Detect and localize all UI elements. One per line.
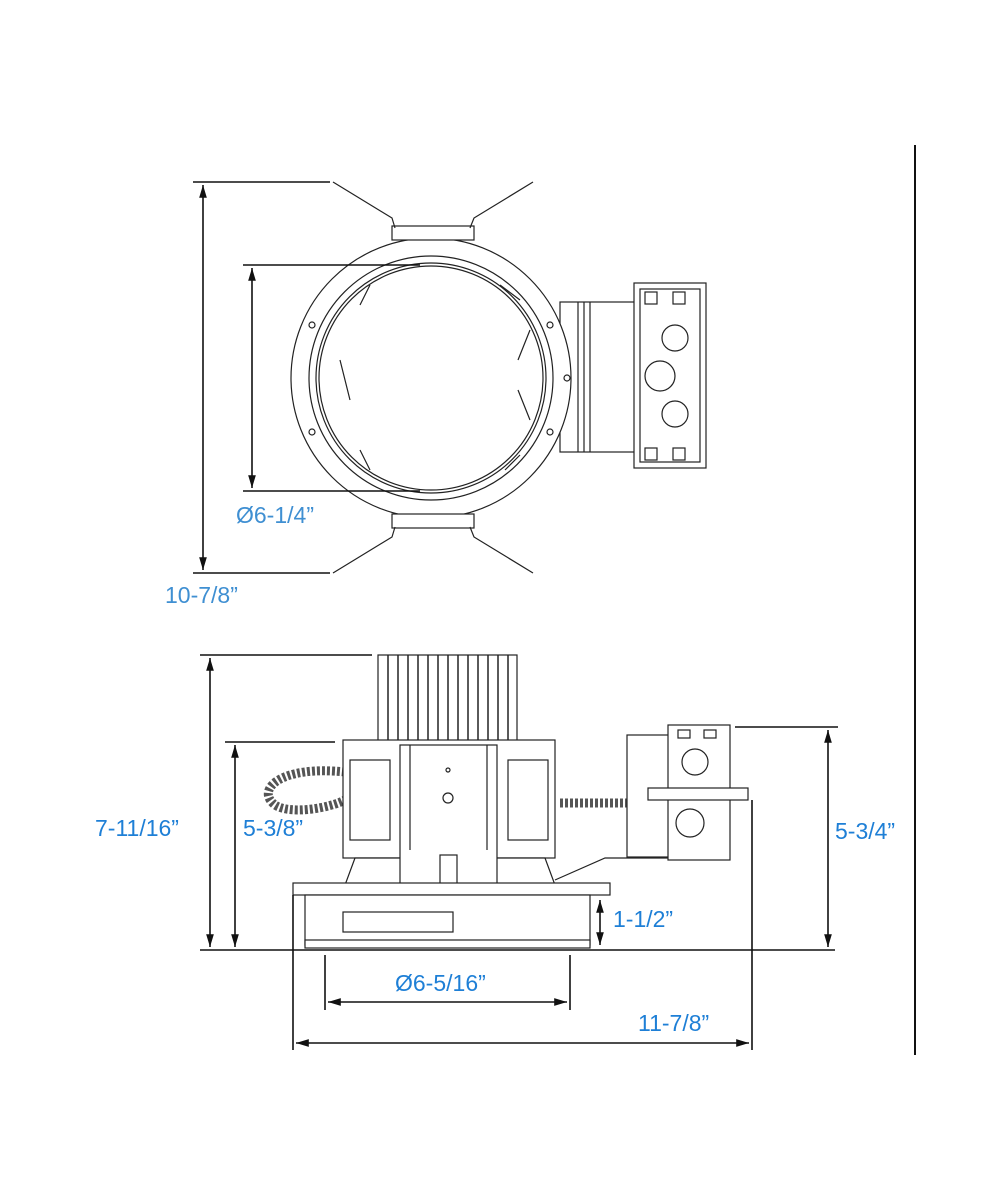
overall-height-label: 7-11/16” bbox=[95, 815, 179, 841]
inner-diameter-label: Ø6-1/4” bbox=[236, 502, 314, 528]
junction-box-top bbox=[633, 282, 707, 469]
side-view bbox=[200, 654, 838, 1050]
top-view bbox=[193, 181, 707, 574]
overall-width-label: 11-7/8” bbox=[638, 1010, 710, 1036]
junction-box-height-label: 5-3/4” bbox=[835, 818, 896, 844]
housing-ring bbox=[290, 237, 572, 519]
housing-height-label: 5-3/8” bbox=[243, 815, 304, 841]
overall-length-label: 10-7/8” bbox=[165, 582, 238, 608]
aperture-diameter-label: Ø6-5/16” bbox=[395, 970, 486, 996]
trim-height-label: 1-1/2” bbox=[613, 906, 674, 932]
